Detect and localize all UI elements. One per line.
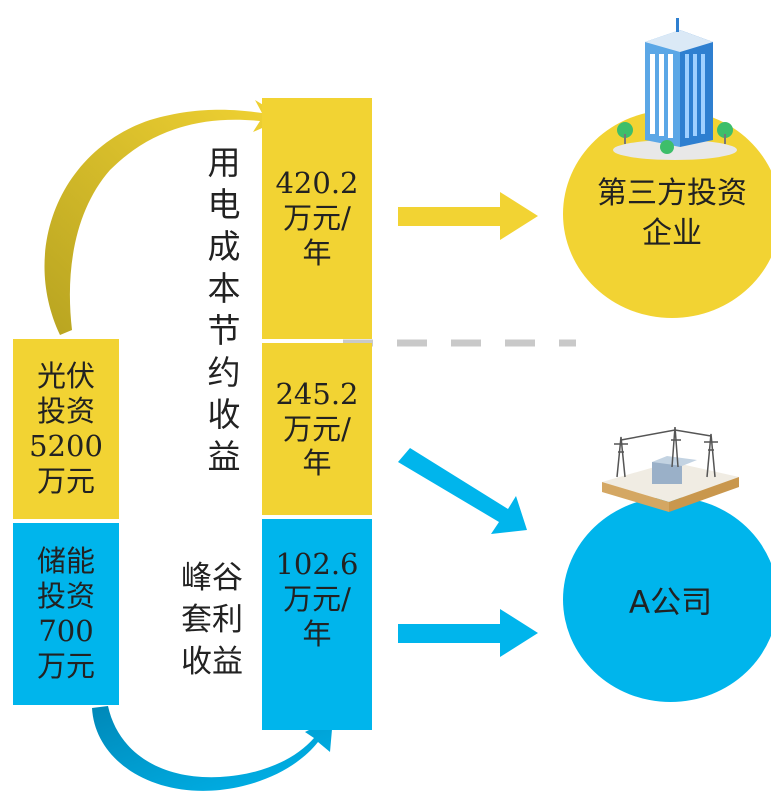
value-amount: 102.6 [275,547,359,581]
savings-char: 本 [207,269,241,308]
arrow-diagonal-to-company-a [398,448,527,534]
curved-arrow-blue [92,706,333,791]
savings-char: 收 [207,395,241,434]
company-a-label: A公司 [628,585,713,621]
storage-investment-box: 储能 投资 700 万元 [13,523,119,705]
storage-unit: 万元 [36,648,95,683]
value-unit: 万元/ [283,581,351,616]
pv-line2: 投资 [36,394,95,429]
company-a-circle: A公司 [563,497,771,702]
storage-line1: 储能 [36,544,95,579]
value-amount: 245.2 [275,376,359,411]
third-party-line2: 企业 [642,216,702,251]
value-box-savings-company-a: 245.2 万元/ 年 [262,343,372,515]
savings-char: 益 [207,437,241,476]
electricity-savings-label: 用 电 成 本 节 约 收 益 [196,142,252,478]
savings-char: 节 [207,311,241,350]
pv-line1: 光伏 [36,359,95,394]
arrow-to-third-party [398,192,538,240]
arbitrage-label: 峰谷 套利 收益 [170,557,254,683]
power-substation-icon [602,426,739,512]
value-per: 年 [302,446,332,481]
pv-unit: 万元 [36,463,95,498]
value-box-savings-third-party: 420.2 万元/ 年 [262,98,372,339]
value-box-arbitrage: 102.6 万元/ 年 [262,519,372,730]
third-party-line1: 第三方投资 [597,176,747,211]
arbitrage-line: 套利 [181,602,243,638]
arrow-to-company-a [398,609,538,657]
value-amount: 420.2 [275,166,359,201]
storage-line2: 投资 [36,579,95,614]
savings-char: 用 [207,143,241,182]
value-per: 年 [302,235,332,270]
storage-amount: 700 [38,614,94,648]
pv-investment-box: 光伏 投资 5200 万元 [13,339,119,519]
curved-arrow-yellow [44,100,286,335]
office-building-icon [613,18,737,160]
savings-char: 约 [207,353,241,392]
savings-char: 成 [207,227,241,266]
value-unit: 万元/ [283,411,351,446]
pv-amount: 5200 [29,429,103,463]
arbitrage-line: 收益 [181,644,243,680]
value-unit: 万元/ [283,201,351,236]
value-per: 年 [302,616,332,651]
arbitrage-line: 峰谷 [181,560,243,596]
savings-char: 电 [207,185,241,224]
